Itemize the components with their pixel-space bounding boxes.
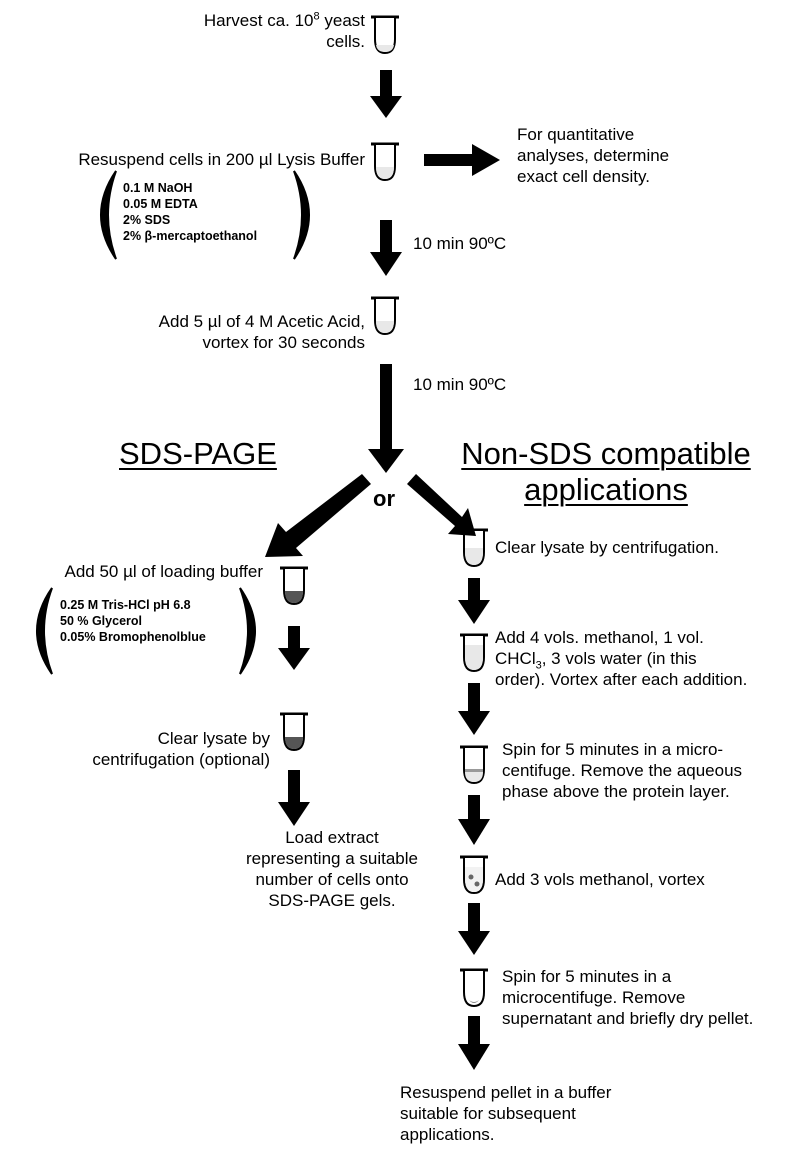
tube-clear-right: [458, 528, 490, 568]
arrow-left-2: [278, 770, 310, 826]
arrow-down-1: [370, 70, 402, 118]
lysis-buffer-list: 0.1 M NaOH 0.05 M EDTA 2% SDS 2% β-merca…: [123, 181, 258, 243]
acetic-acid-text: Add 5 µl of 4 M Acetic Acid, vortex for …: [158, 312, 365, 352]
loading-buffer-list: 0.25 M Tris-HCl pH 6.8 50 % Glycerol 0.0…: [60, 598, 206, 644]
non-sds-heading: Non-SDS compatible applications: [461, 436, 751, 507]
load-extract-text: Load extract representing a suitable num…: [245, 828, 418, 910]
spin2-text: Spin for 5 minutes in a microcentifuge. …: [502, 967, 754, 1028]
tube-spin2: [458, 968, 490, 1008]
sds-page-heading: SDS-PAGE: [119, 436, 277, 471]
add3-methanol-text: Add 3 vols methanol, vortex: [495, 870, 705, 889]
tube-spin1: [458, 745, 490, 785]
tube-clear-left: [278, 712, 310, 752]
arrow-diag-right: [407, 474, 476, 536]
or-label: or: [373, 486, 395, 511]
bracket-left-lysis: [100, 170, 117, 260]
resuspend-text: Resuspend cells in 200 µl Lysis Buffer: [78, 150, 365, 169]
bracket-left-loading: [36, 587, 53, 675]
clear-lysate-left: Clear lysate by centrifugation (optional…: [92, 729, 270, 769]
bracket-right-lysis: [293, 170, 310, 260]
bracket-right-loading: [239, 587, 256, 675]
harvest-text: Harvest ca. 108 yeast cells.: [203, 10, 365, 51]
spin1-text: Spin for 5 minutes in a micro- centifuge…: [502, 740, 743, 801]
tube-add-methanol: [458, 633, 490, 673]
add-methanol-text: Add 4 vols. methanol, 1 vol. CHCl3, 3 vo…: [495, 628, 748, 689]
tube-acetic: [369, 296, 401, 336]
arrow-right-quant: [424, 144, 500, 176]
resuspend-pellet-text: Resuspend pellet in a buffer suitable fo…: [400, 1083, 612, 1144]
heat-step-2: 10 min 90ºC: [413, 375, 507, 394]
arrow-diag-left: [265, 474, 371, 557]
arrow-right-5: [458, 1016, 490, 1070]
tube-add3: [458, 855, 490, 895]
arrow-down-2: [370, 220, 402, 276]
arrow-left-1: [278, 626, 310, 670]
arrow-right-4: [458, 903, 490, 955]
arrow-right-3: [458, 795, 490, 845]
arrow-right-2: [458, 683, 490, 735]
clear-lysate-right: Clear lysate by centrifugation.: [495, 538, 719, 557]
tube-loading-buffer: [278, 566, 310, 606]
heat-step-1: 10 min 90ºC: [413, 234, 507, 253]
quantitative-note: For quantitative analyses, determine exa…: [517, 125, 670, 186]
arrow-down-3: [368, 364, 404, 473]
tube-resuspend: [369, 142, 401, 182]
add-loading-text: Add 50 µl of loading buffer: [64, 562, 263, 581]
tube-harvest: [369, 15, 401, 55]
arrow-right-1: [458, 578, 490, 624]
